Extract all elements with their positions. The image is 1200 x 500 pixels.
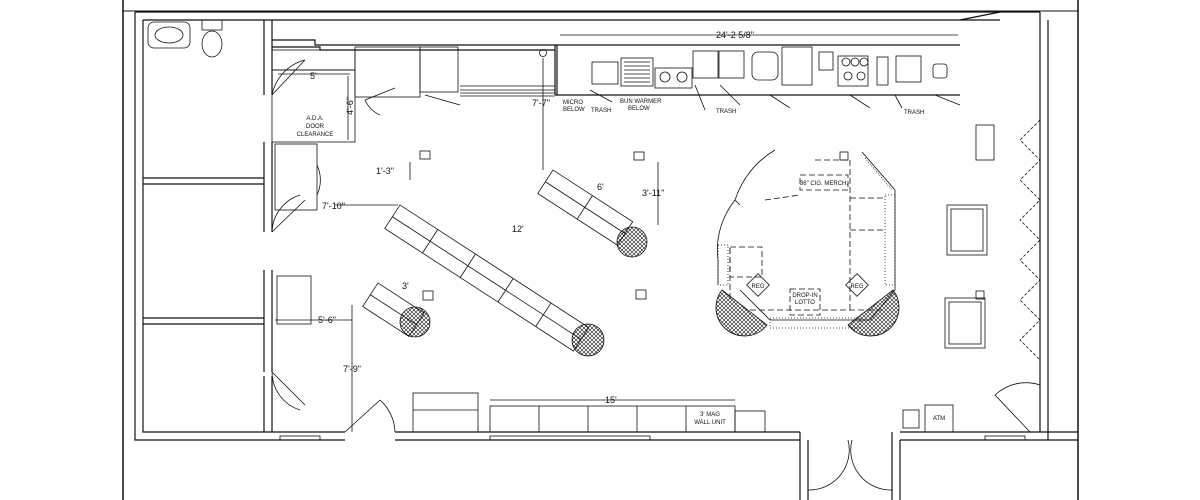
- dim-back-counter: 24'-2 5/8": [716, 30, 754, 40]
- dim-gondola-offset: 1'-3": [376, 166, 394, 176]
- trash-label: TRASH: [904, 110, 924, 116]
- micro-label: MICRO: [563, 100, 583, 106]
- cappuccino-machine: [837, 55, 869, 87]
- trash-label: TRASH: [716, 109, 736, 115]
- dim-short-gondola: 6': [597, 182, 604, 192]
- gondola-long: 12' 7'-10" 1'-3": [322, 150, 605, 357]
- dim-small-gondola-clear: 5'-6": [318, 315, 336, 325]
- toilet-icon: [201, 19, 223, 31]
- register-label: REG: [850, 284, 863, 290]
- dim-gondola-clear: 7'-10": [322, 201, 345, 211]
- atm-label: ATM: [933, 416, 945, 422]
- trash-label: TRASH: [591, 108, 611, 114]
- wall-fixtures: [274, 143, 321, 325]
- gondola-small: 3' 5'-6" 7'-9": [275, 281, 647, 432]
- dim-short-gondola-offset: 3'-11": [642, 188, 664, 198]
- dim-small-gondola: 3': [402, 281, 409, 291]
- mag-unit-label: 3' MAG: [700, 412, 720, 418]
- entry-doors: [799, 432, 901, 500]
- interior-partitions: [143, 19, 306, 432]
- sheet-border: [122, 0, 1079, 500]
- ada-label: A.D.A.: [306, 116, 324, 122]
- drain-icon: [539, 49, 547, 57]
- cabinet: [718, 50, 745, 79]
- dim-entry-clear: 7'-9": [343, 364, 361, 374]
- ice-machine: [818, 51, 834, 71]
- dim-front-wall-unit: 15': [605, 395, 617, 405]
- dim-aisle-back: 7'-7": [532, 98, 550, 108]
- exterior-walls: [134, 11, 1078, 441]
- bun-warmer-label: BUN WARMER: [620, 99, 662, 105]
- beverage-dispenser: [751, 51, 779, 81]
- dim-ada-width: 5': [310, 71, 317, 81]
- fountain-machine: [781, 46, 813, 86]
- lotto-label: DROP-IN: [792, 293, 817, 299]
- right-wall-fixtures: ATM: [902, 119, 1041, 433]
- register-label: REG: [751, 284, 764, 290]
- coffee-brewer: [591, 61, 619, 85]
- sink-icon: [147, 21, 191, 49]
- gondola-short: 6' 3'-11": [537, 151, 664, 258]
- dim-long-gondola: 12': [512, 224, 524, 234]
- roller-grill: [654, 67, 693, 89]
- dim-ada-depth: 4'-6": [345, 97, 355, 115]
- bun-warmer: [620, 57, 654, 87]
- atm: [924, 404, 954, 433]
- hand-sink: [932, 63, 948, 79]
- cabinet: [692, 50, 719, 79]
- cig-merch-label: 36" CIG. MERCH.: [800, 181, 848, 187]
- cabinet: [895, 55, 922, 83]
